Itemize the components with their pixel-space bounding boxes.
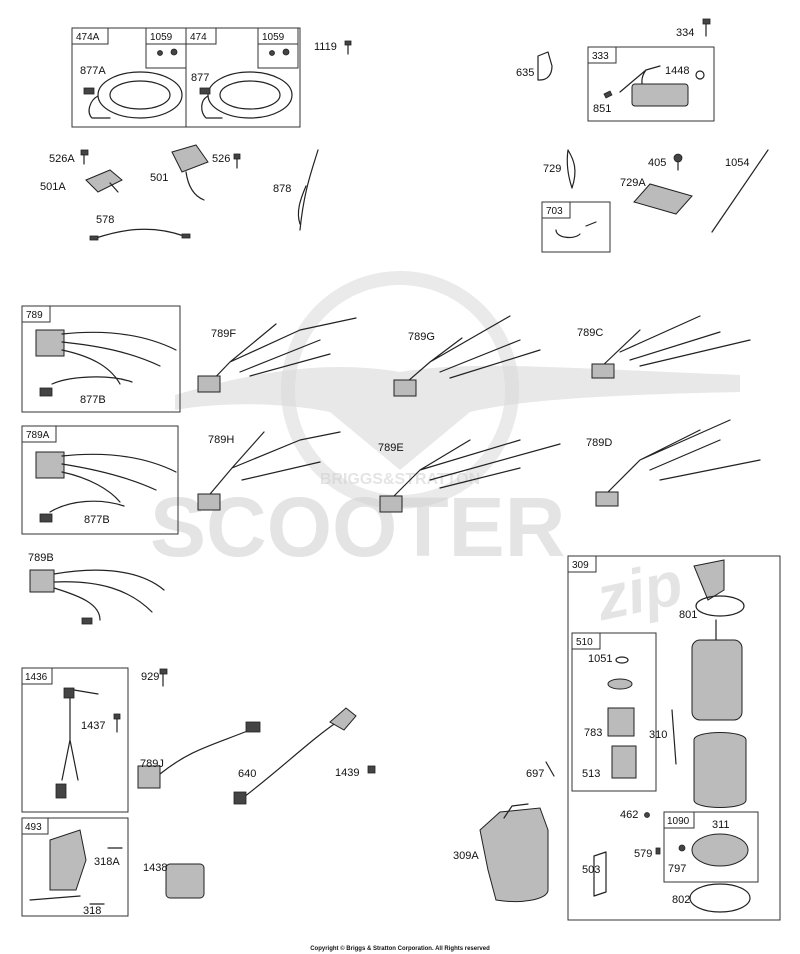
callout-878: 878 — [273, 183, 291, 195]
callout-877A: 877A — [80, 65, 106, 77]
frame-510: 510 — [571, 632, 657, 792]
callout-318A: 318A — [94, 856, 120, 868]
callout-309A: 309A — [453, 850, 479, 862]
callout-462: 462 — [620, 809, 638, 821]
callout-501: 501 — [150, 172, 168, 184]
callout-729A: 729A — [620, 177, 646, 189]
frame-309: 309 — [567, 555, 781, 921]
callout-310: 310 — [649, 729, 667, 741]
callout-1448: 1448 — [665, 65, 689, 77]
watermark-ring-text: BRIGGS&STRATTON — [320, 471, 480, 488]
callout-801: 801 — [679, 609, 697, 621]
callout-877B-b: 877B — [84, 514, 110, 526]
callout-318: 318 — [83, 905, 101, 917]
callout-789D: 789D — [586, 437, 612, 449]
frame-493: 493 — [21, 817, 129, 917]
callout-729: 729 — [543, 163, 561, 175]
copyright-notice: Copyright © Briggs & Stratton Corporatio… — [310, 945, 490, 952]
box-510-label: 510 — [576, 637, 593, 648]
box-474-label: 474 — [190, 32, 207, 43]
callout-789H: 789H — [208, 434, 234, 446]
callout-697: 697 — [526, 768, 544, 780]
callout-578: 578 — [96, 214, 114, 226]
callout-1438: 1438 — [143, 862, 167, 874]
callout-851: 851 — [593, 103, 611, 115]
callout-334: 334 — [676, 27, 694, 39]
callout-640: 640 — [238, 768, 256, 780]
box-1090-label: 1090 — [667, 816, 690, 827]
part-drawings — [29, 18, 769, 913]
callout-789G: 789G — [408, 331, 435, 343]
callout-789J: 789J — [140, 758, 164, 770]
callout-311: 311 — [712, 819, 730, 831]
box-789-label: 789 — [26, 310, 43, 321]
callout-877: 877 — [191, 72, 209, 84]
callout-789F: 789F — [211, 328, 236, 340]
callout-789E: 789E — [378, 442, 404, 454]
callout-405: 405 — [648, 157, 666, 169]
callout-635: 635 — [516, 67, 534, 79]
box-1059b-label: 1059 — [262, 32, 285, 43]
callout-877B-a: 877B — [80, 394, 106, 406]
callout-1119: 1119 — [314, 41, 337, 53]
frame-789: 789 — [21, 305, 181, 413]
callout-526A: 526A — [49, 153, 75, 165]
callout-503: 503 — [582, 864, 600, 876]
callout-789B: 789B — [28, 552, 54, 564]
box-789A-label: 789A — [26, 430, 50, 441]
callout-513: 513 — [582, 768, 600, 780]
box-703-label: 703 — [546, 206, 563, 217]
callout-797: 797 — [668, 863, 686, 875]
box-309-label: 309 — [572, 560, 589, 571]
frame-703: 703 — [541, 201, 611, 253]
box-474A-label: 474A — [76, 32, 100, 43]
callout-1437: 1437 — [81, 720, 105, 732]
callout-789C: 789C — [577, 327, 603, 339]
callout-929: 929 — [141, 671, 159, 683]
callout-783: 783 — [584, 727, 602, 739]
box-1436-label: 1436 — [25, 672, 48, 683]
frame-1090: 1090 — [663, 811, 759, 883]
callout-579: 579 — [634, 848, 652, 860]
box-1059a-label: 1059 — [150, 32, 173, 43]
box-333-label: 333 — [592, 51, 609, 62]
box-493-label: 493 — [25, 822, 42, 833]
callout-501A: 501A — [40, 181, 66, 193]
callout-1054: 1054 — [725, 157, 749, 169]
callouts: 877A 877 1119 334 635 1448 851 526A 501A… — [28, 27, 749, 917]
callout-526: 526 — [212, 153, 230, 165]
frame-group-474A-474: 474A 1059 474 1059 — [71, 27, 301, 128]
watermark-script: zip — [589, 549, 689, 635]
frame-789A: 789A — [21, 425, 179, 535]
frame-333: 333 — [587, 46, 715, 122]
frame-1436: 1436 — [21, 667, 129, 813]
callout-1439: 1439 — [335, 767, 359, 779]
callout-802: 802 — [672, 894, 690, 906]
callout-1051: 1051 — [588, 653, 612, 665]
watermark: BRIGGS&STRATTON SCOOTER zip — [150, 271, 740, 635]
